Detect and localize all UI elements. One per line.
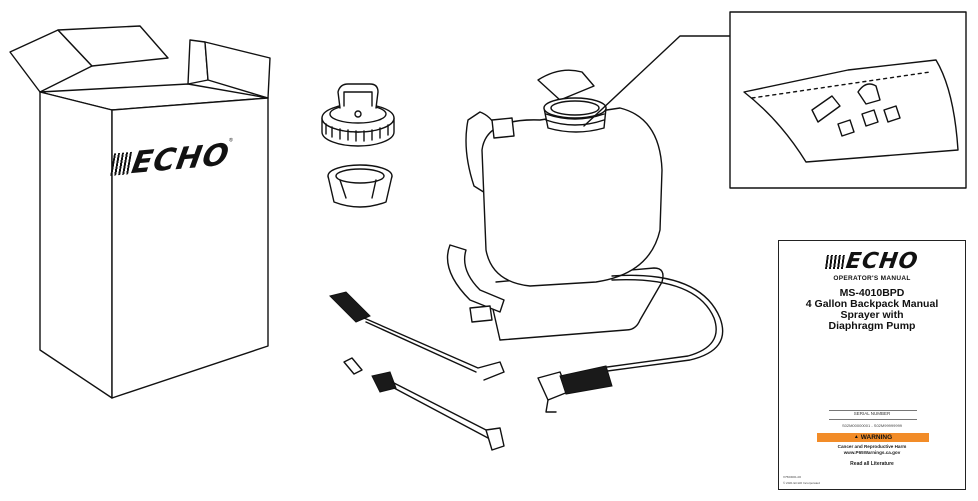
tank-lid [321,83,395,147]
spray-wand [329,291,505,381]
manual-rule [829,410,917,411]
serial-range: S02M00000001 - S02M99999999 [841,423,903,428]
operators-manual: ECHO OPERATOR'S MANUAL MS-4010BPD 4 Gall… [778,240,966,490]
warning-text: Cancer and Reproductive Harm [837,444,907,449]
manual-copyright: © 2021 ECHO Incorporated [783,481,820,485]
shipping-box [9,25,271,399]
warning-banner: WARNING [817,433,929,442]
warning-url: www.P65Warnings.ca.gov [843,450,901,455]
nozzle-parts [811,83,901,137]
serial-label: SERIAL NUMBER [853,411,891,416]
extension-wand [343,357,505,451]
manual-subtitle: OPERATOR'S MANUAL [833,275,911,282]
parts-callout [729,11,967,189]
manual-rule [829,419,917,420]
backpack-sprayer [446,69,724,373]
trigger-handle [537,365,613,413]
manual-logo-text: ECHO [824,249,920,274]
manual-code: X7503001-00 [783,475,802,479]
callout-leader-line [583,35,731,127]
manual-logo: ECHO [779,249,965,274]
strainer-basket [327,164,393,208]
manual-title: MS-4010BPD 4 Gallon Backpack Manual Spra… [805,287,939,332]
warning-label: WARNING [860,434,893,441]
read-literature: Read all Literature [850,461,894,467]
